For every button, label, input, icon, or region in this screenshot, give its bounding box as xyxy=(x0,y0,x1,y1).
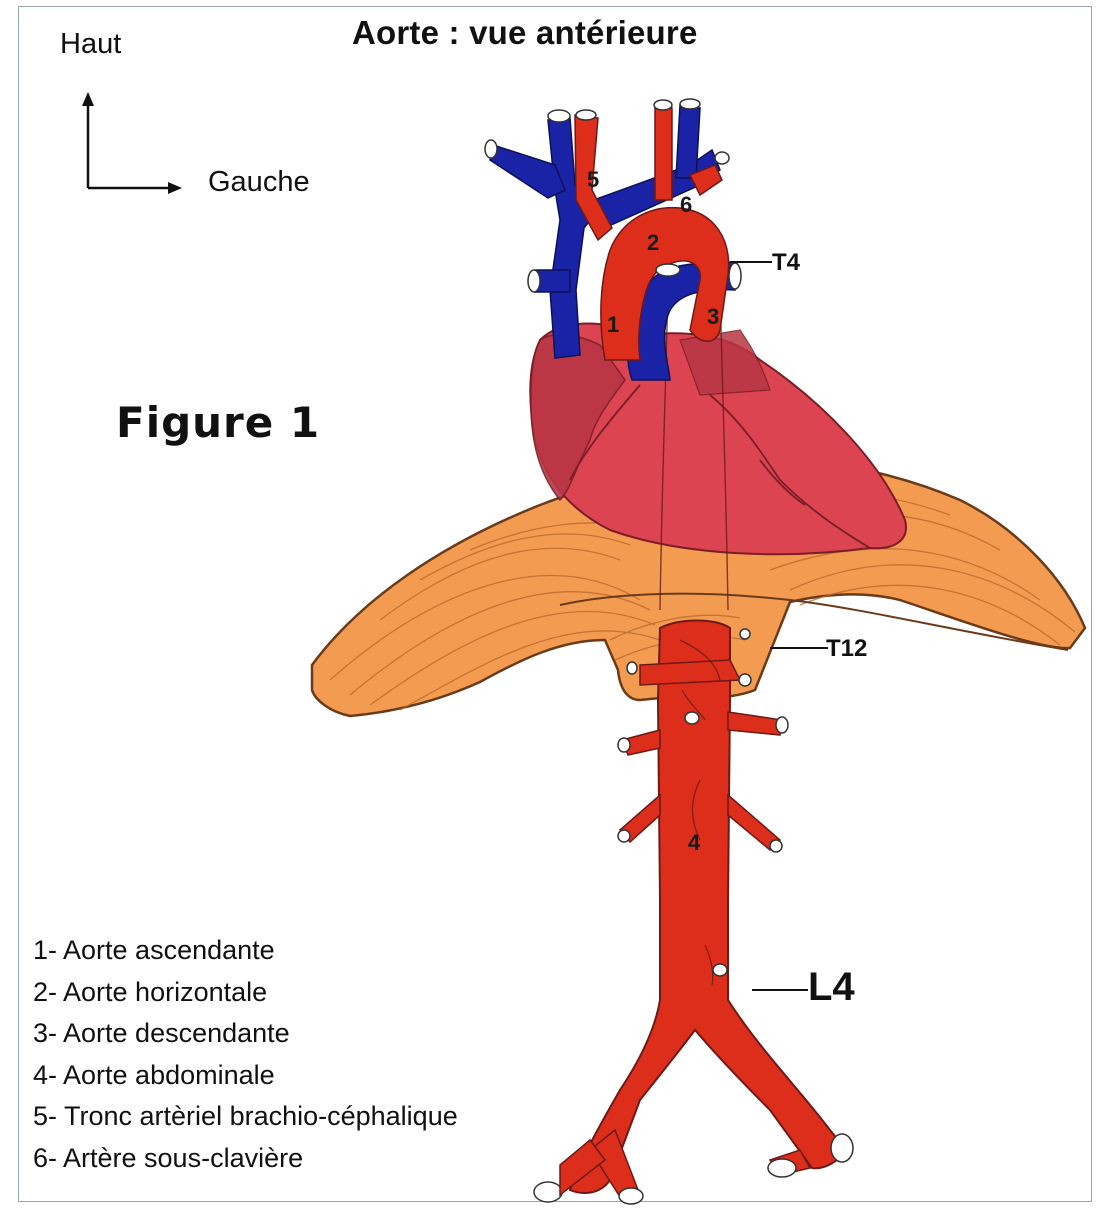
orientation-up-label: Haut xyxy=(60,28,121,61)
legend-item: 3- Aorte descendante xyxy=(33,1013,458,1055)
number-6: 6 xyxy=(680,192,692,217)
legend-item: 1- Aorte ascendante xyxy=(33,930,458,972)
level-t12: T12 xyxy=(826,635,867,662)
orientation-left-label: Gauche xyxy=(208,166,310,199)
number-3: 3 xyxy=(707,304,719,329)
legend-item: 5- Tronc artèriel brachio-céphalique xyxy=(33,1096,458,1138)
diagram-title: Aorte : vue antérieure xyxy=(352,14,698,52)
arrow-up-icon xyxy=(82,92,94,106)
orientation-arrows xyxy=(88,100,172,188)
number-2: 2 xyxy=(647,230,659,255)
arrow-right-icon xyxy=(168,182,182,194)
legend-item: 4- Aorte abdominale xyxy=(33,1055,458,1097)
level-l4: L4 xyxy=(808,965,855,1009)
figure-label: Figure 1 xyxy=(116,398,320,447)
number-1: 1 xyxy=(607,312,619,337)
legend: 1- Aorte ascendante 2- Aorte horizontale… xyxy=(33,930,458,1179)
number-5: 5 xyxy=(587,167,599,192)
legend-item: 2- Aorte horizontale xyxy=(33,972,458,1014)
legend-item: 6- Artère sous-clavière xyxy=(33,1138,458,1180)
level-t4: T4 xyxy=(772,249,801,276)
number-4: 4 xyxy=(688,830,701,855)
abdominal-aorta xyxy=(570,621,846,1201)
